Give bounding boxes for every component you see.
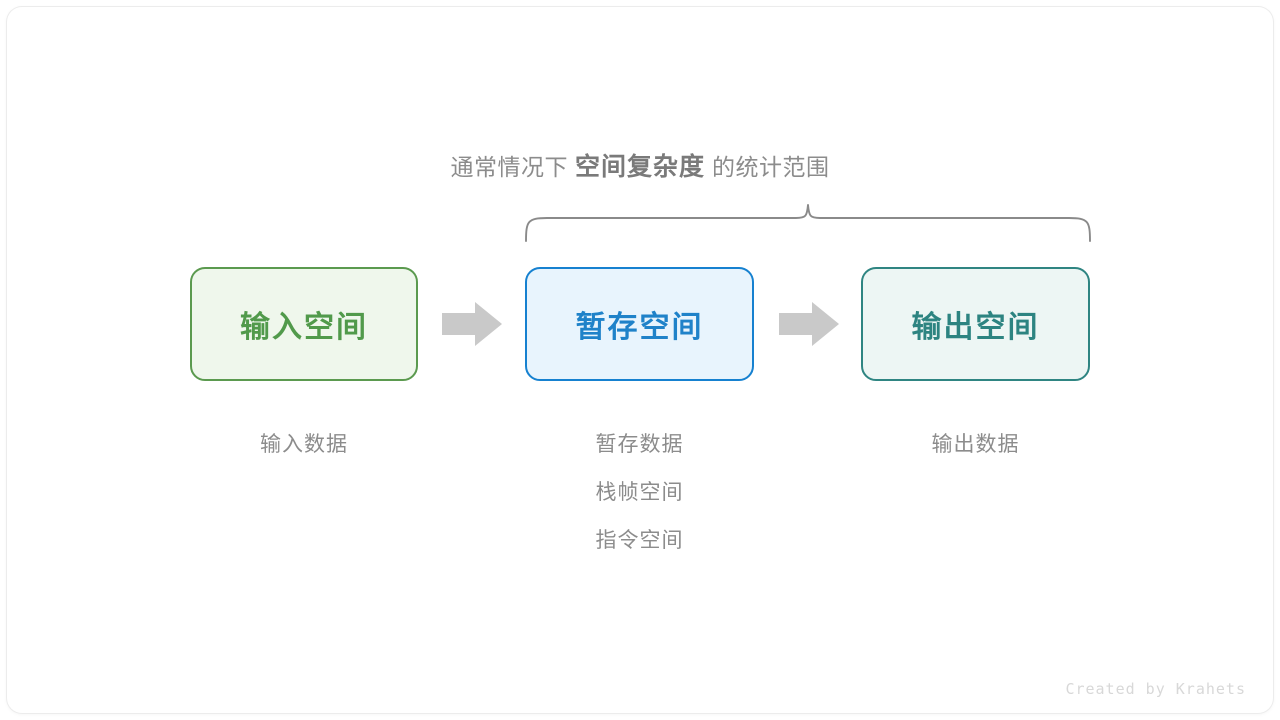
- labels-output-space: 输出数据: [861, 421, 1090, 469]
- label-item: 栈帧空间: [595, 481, 684, 504]
- labels-temp-space: 暂存数据 栈帧空间 指令空间: [525, 421, 754, 565]
- box-temp-space[interactable]: 暂存空间: [525, 267, 754, 381]
- arrow-right-icon-2: [779, 302, 839, 346]
- watermark-credit: Created by Krahets: [1065, 680, 1246, 698]
- caption-text: 通常情况下空间复杂度的统计范围: [0, 148, 1280, 186]
- label-item: 输出数据: [931, 433, 1020, 456]
- caption-suffix: 的统计范围: [712, 154, 830, 180]
- label-item: 输入数据: [260, 433, 348, 456]
- box-input-space[interactable]: 输入空间: [190, 267, 418, 381]
- label-item: 指令空间: [595, 529, 684, 552]
- box-output-space-title: 输出空间: [911, 311, 1040, 344]
- caption-prefix: 通常情况下: [450, 154, 568, 180]
- box-temp-space-title: 暂存空间: [575, 311, 704, 344]
- arrow-right-icon-1: [442, 302, 502, 346]
- box-input-space-title: 输入空间: [240, 311, 368, 344]
- box-output-space[interactable]: 输出空间: [861, 267, 1090, 381]
- label-item: 暂存数据: [595, 433, 684, 456]
- labels-input-space: 输入数据: [190, 421, 418, 469]
- caption-emphasis: 空间复杂度: [574, 153, 705, 181]
- curly-brace: [515, 196, 1105, 252]
